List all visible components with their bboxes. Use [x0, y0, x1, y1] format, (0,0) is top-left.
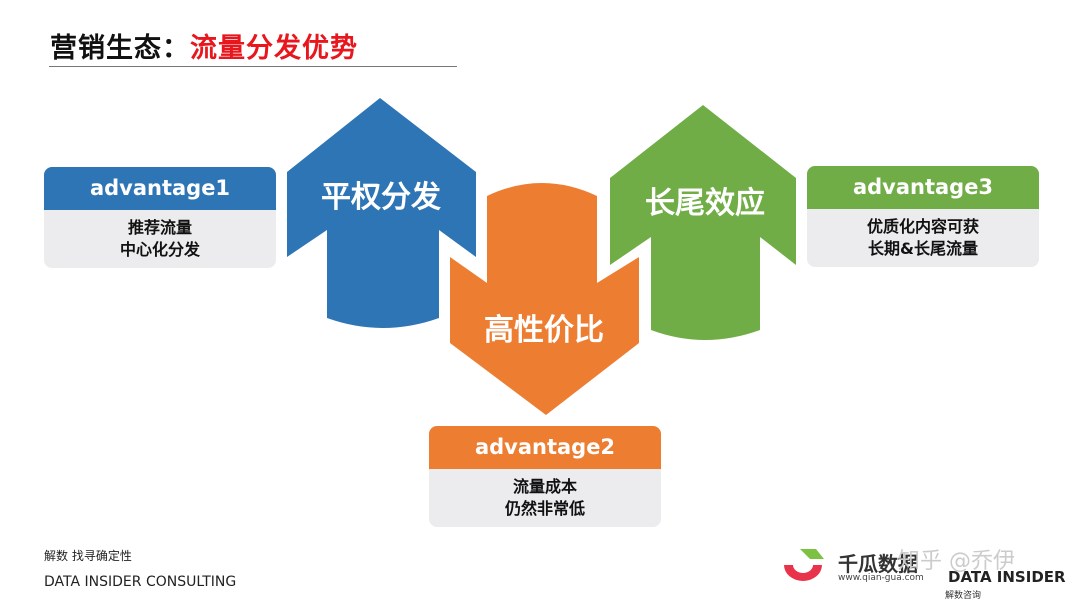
data-insider-sub: 解数咨询 [945, 591, 982, 601]
box-header: advantage3 [807, 166, 1039, 209]
box-header: advantage1 [44, 167, 276, 210]
title-highlight: 流量分发优势 [190, 33, 358, 64]
arrow-up-blue [287, 98, 476, 328]
arrow-label-2: 高性价比 [484, 313, 604, 348]
footer-tagline: 解数 找寻确定性 [44, 549, 132, 563]
data-insider-logo: DATA INSIDER [948, 568, 1066, 586]
advantage-box-2: advantage2 流量成本仍然非常低 [429, 426, 661, 527]
box-line: 仍然非常低 [504, 499, 585, 518]
advantage-box-3: advantage3 优质化内容可获长期&长尾流量 [807, 166, 1039, 267]
arrow-label-1: 平权分发 [321, 180, 441, 215]
box-line: 优质化内容可获 [866, 217, 979, 236]
title-underline [49, 66, 457, 67]
arrow-down-orange [450, 183, 639, 415]
box-line: 推荐流量 [127, 218, 192, 237]
advantage-box-1: advantage1 推荐流量中心化分发 [44, 167, 276, 268]
watermark: 知乎 @乔伊 [898, 549, 1015, 574]
page-title: 营销生态：流量分发优势 [50, 26, 358, 65]
box-header: advantage2 [429, 426, 661, 469]
title-prefix: 营销生态： [50, 33, 190, 64]
qiangua-name: 千瓜数据 [838, 552, 918, 576]
box-line: 中心化分发 [119, 240, 200, 259]
qiangua-url: www.qian-gua.com [838, 573, 924, 583]
arrow-label-3: 长尾效应 [645, 186, 765, 221]
box-line: 长期&长尾流量 [868, 239, 978, 258]
box-line: 流量成本 [512, 477, 577, 496]
qiangua-logo-icon [784, 549, 824, 581]
footer-company: DATA INSIDER CONSULTING [44, 574, 237, 590]
arrow-up-green [610, 105, 796, 340]
